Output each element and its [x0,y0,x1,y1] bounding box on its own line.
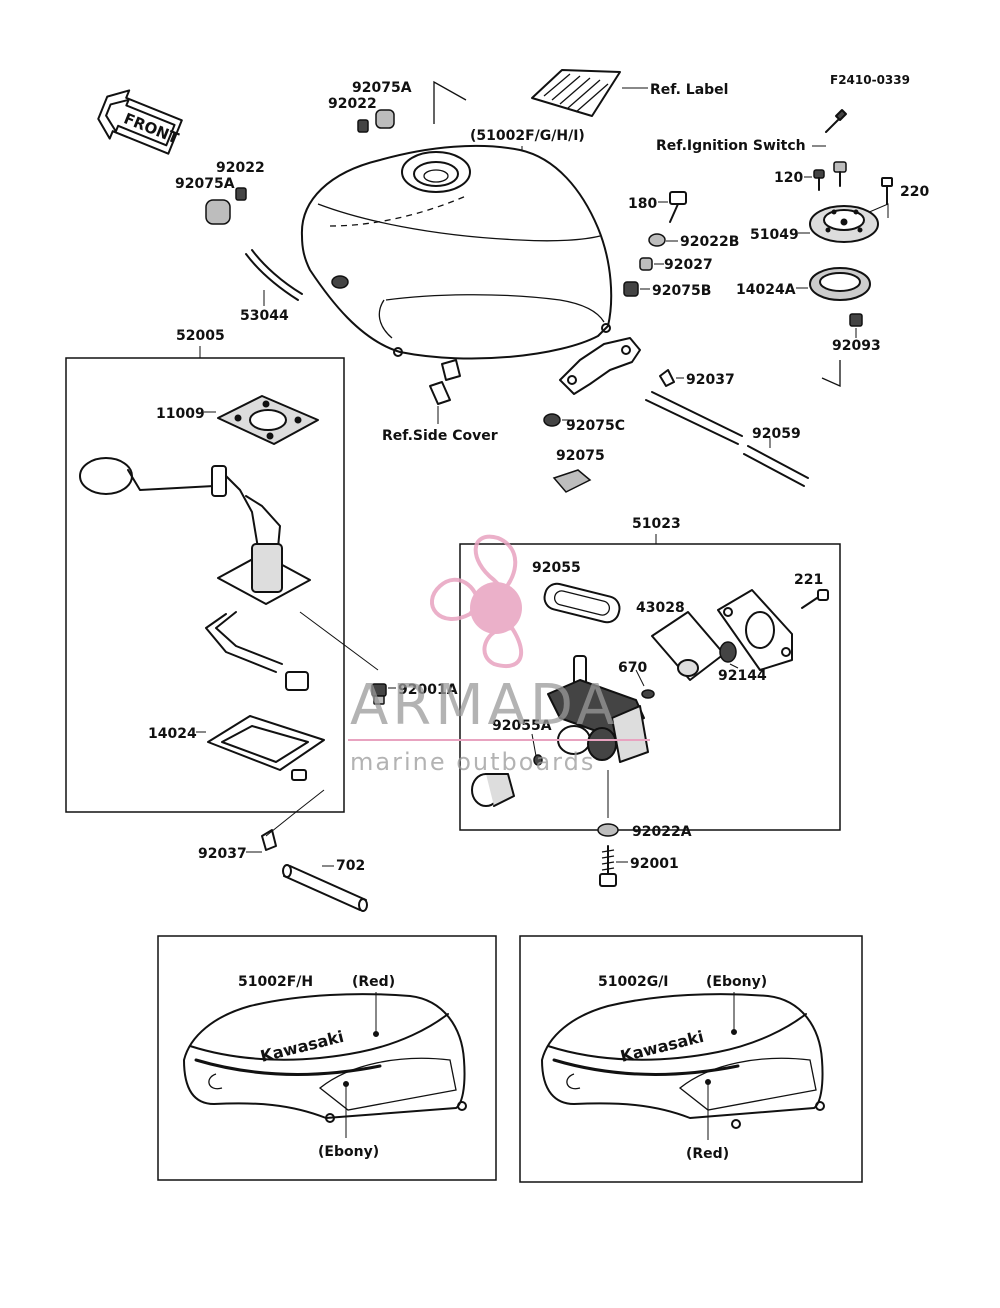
front-arrow-icon: FRONT [97,89,183,155]
bolt-92001 [599,845,617,887]
screw-221 [801,589,829,609]
label-92144: 92144 [718,668,767,684]
side-cover-ref-part [429,359,461,405]
diaphragm-43028 [651,611,725,681]
label-92001A: 92001A [398,682,458,698]
damper-92075B [623,281,639,297]
label-92059: 92059 [752,426,801,442]
variant-1-lower-color: (Ebony) [318,1144,379,1160]
rubber-cushion-left [205,187,247,225]
cover-221 [717,589,793,671]
screw-120 [813,161,847,191]
valve-670 [641,689,655,699]
variant-2-lower-color: (Red) [686,1146,729,1162]
label-ref-ignition: Ref.Ignition Switch [656,138,806,154]
tank-outline-marker [433,80,467,124]
washer-92022A [597,823,619,837]
label-92055A: 92055A [492,718,552,734]
gasket-92055 [543,582,621,624]
fuel-level-sender-box [65,357,345,813]
label-670: 670 [618,660,647,676]
variant-1-upper-color: (Red) [352,974,395,990]
variant-2-code: 51002G/I [598,974,669,990]
variant-2-tank: Kawasaki [541,993,825,1129]
label-92075A-top: 92075A [352,80,412,96]
ref-label-plate [531,69,621,117]
label-92093: 92093 [832,338,881,354]
gasket-14024 [207,715,325,781]
label-92001: 92001 [630,856,679,872]
lever-knob [471,773,515,807]
float-sender-unit [79,457,311,691]
label-53044: 53044 [240,308,289,324]
fuel-cock-box [459,543,841,831]
label-11009: 11009 [156,406,205,422]
label-92027: 92027 [664,257,713,273]
label-92037-upper: 92037 [686,372,735,388]
label-tank-main: (51002F/G/H/I) [470,128,585,144]
label-52005: 52005 [176,328,225,344]
label-220: 220 [900,184,929,200]
label-92022A: 92022A [632,824,692,840]
label-ref-label: Ref. Label [650,82,728,98]
key-icon [825,109,847,133]
variant-1-tank: Kawasaki [183,993,467,1123]
watermark-logo-icon [430,534,524,668]
label-221: 221 [794,572,823,588]
rear-mount-bracket [559,337,641,395]
cap-51049 [809,205,879,243]
variant-box-1 [157,935,497,1181]
label-702: 702 [336,858,365,874]
collar-92027 [639,257,653,271]
clamp-92037-upper [659,369,675,387]
watermark-tagline: marine outboards [350,748,595,776]
nut-92093 [849,313,863,327]
label-92075B: 92075B [652,283,711,299]
rubber-cushion-top [357,109,395,133]
label-92055: 92055 [532,560,581,576]
label-92075: 92075 [556,448,605,464]
variant-2-upper-color: (Ebony) [706,974,767,990]
label-92037-lower: 92037 [198,846,247,862]
variant-1-code: 51002F/H [238,974,313,990]
label-14024: 14024 [148,726,197,742]
label-92075C: 92075C [566,418,625,434]
label-92022-top: 92022 [328,96,377,112]
label-92075A-left: 92075A [175,176,235,192]
label-51049: 51049 [750,227,799,243]
damper-92075C [543,413,561,427]
gasket-11009 [217,395,319,445]
label-180: 180 [628,196,657,212]
spring-92144 [719,641,737,663]
fuel-hose-92059 [645,391,809,487]
clamp-92037-lower [261,829,277,851]
breather-tube [245,249,303,301]
label-51023: 51023 [632,516,681,532]
label-ref-side-cover: Ref.Side Cover [382,428,498,444]
label-92022B: 92022B [680,234,739,250]
washer-92022B [648,233,666,247]
o-ring-92055A [533,754,543,766]
hose-702 [282,864,368,912]
screw-92001A [371,683,387,705]
diagram-code: F2410-0339 [830,73,910,87]
label-43028: 43028 [636,600,685,616]
screw-220 [881,177,893,205]
label-120: 120 [774,170,803,186]
watermark-brand: ARMADA [350,673,618,738]
fuel-cock-body [547,655,649,763]
cap-outline-marker [821,360,841,388]
bolt-180 [669,191,687,223]
fuel-tank [300,144,613,360]
damper-92075 [552,469,592,493]
label-92022-left: 92022 [216,160,265,176]
gasket-14024A [809,267,871,301]
label-14024A: 14024A [736,282,796,298]
variant-box-2 [519,935,863,1183]
